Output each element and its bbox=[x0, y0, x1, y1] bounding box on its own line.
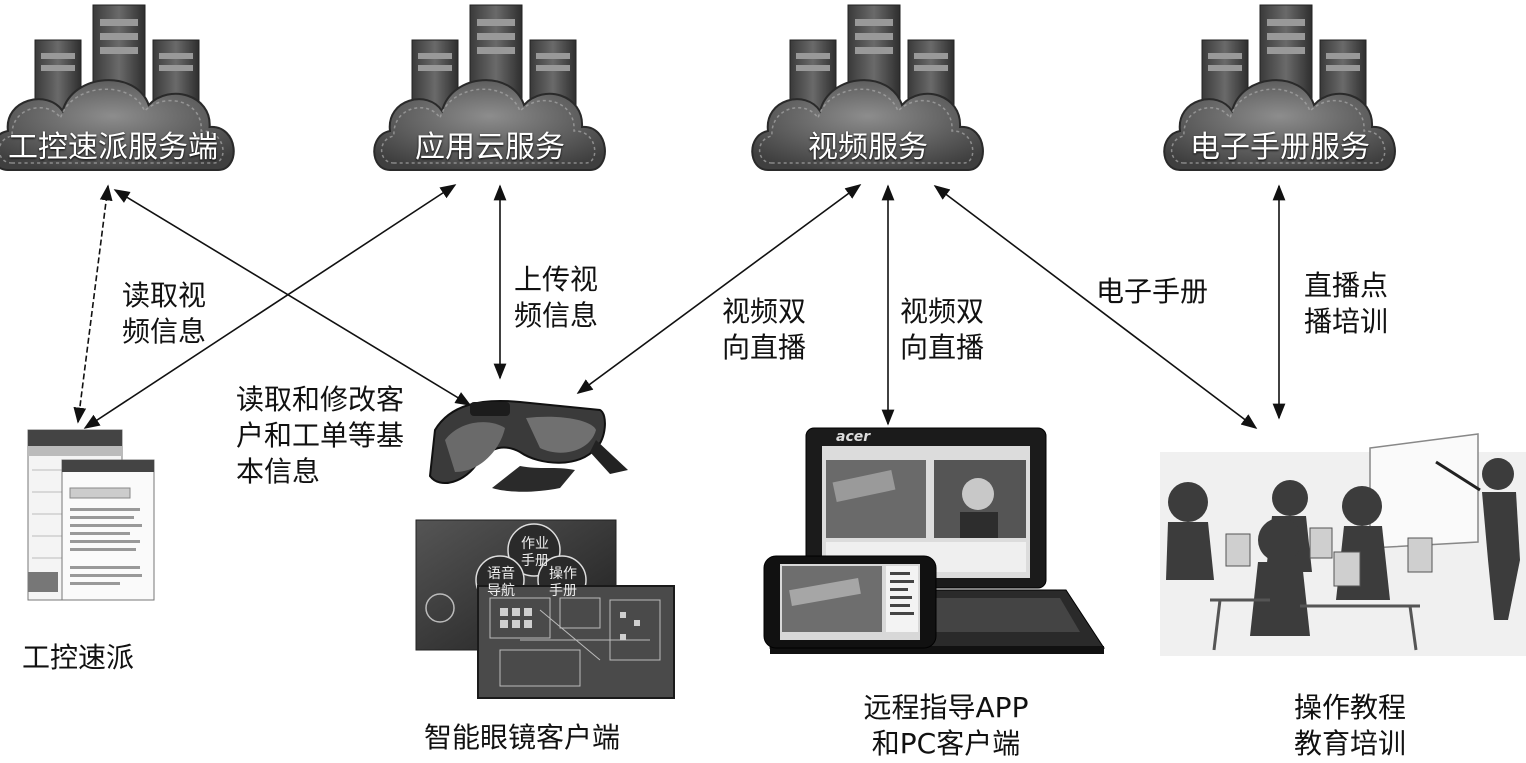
client-label-2: 智能眼镜客户端 bbox=[424, 721, 621, 754]
server-label-2: 应用云服务 bbox=[415, 130, 565, 165]
connectors bbox=[73, 184, 1286, 429]
smart-glasses-icon bbox=[428, 399, 628, 492]
link-label-live-training: 直播点 播培训 bbox=[1304, 269, 1389, 338]
app-screens bbox=[27, 429, 155, 601]
client-label-4: 操作教程 教育培训 bbox=[1293, 691, 1406, 760]
smartphone-icon bbox=[763, 555, 937, 649]
server-label-3: 视频服务 bbox=[808, 130, 928, 165]
server-label-4: 电子手册服务 bbox=[1190, 130, 1370, 165]
link-label-upload-video: 上传视 频信息 bbox=[514, 263, 599, 332]
link-label-manual: 电子手册 bbox=[1096, 275, 1209, 308]
arrow-s2-c1 bbox=[83, 184, 457, 429]
glasses-interface bbox=[415, 519, 675, 699]
link-label-read-video: 读取视 频信息 bbox=[122, 279, 207, 348]
link-label-read-modify: 读取和修改客 户和工单等基 本信息 bbox=[236, 383, 405, 488]
glasses-menu-left: 语音 导航 bbox=[487, 566, 515, 599]
arrow-s3-c2 bbox=[576, 184, 862, 394]
glasses-menu-top: 作业 手册 bbox=[521, 536, 549, 569]
client-label-1: 工控速派 bbox=[22, 641, 135, 674]
classroom-training-icon bbox=[1160, 433, 1526, 656]
link-label-video-live-1: 视频双 向直播 bbox=[722, 295, 807, 364]
glasses-menu-right: 操作 手册 bbox=[549, 566, 577, 599]
laptop-brand: acer bbox=[836, 429, 871, 445]
client-label-3: 远程指导APP 和PC客户端 bbox=[863, 691, 1029, 760]
arrow-s3-c4 bbox=[933, 185, 1258, 429]
link-label-video-live-2: 视频双 向直播 bbox=[900, 295, 985, 364]
server-label-1: 工控速派服务端 bbox=[8, 130, 218, 165]
arrow-s1-c1 bbox=[73, 184, 113, 424]
